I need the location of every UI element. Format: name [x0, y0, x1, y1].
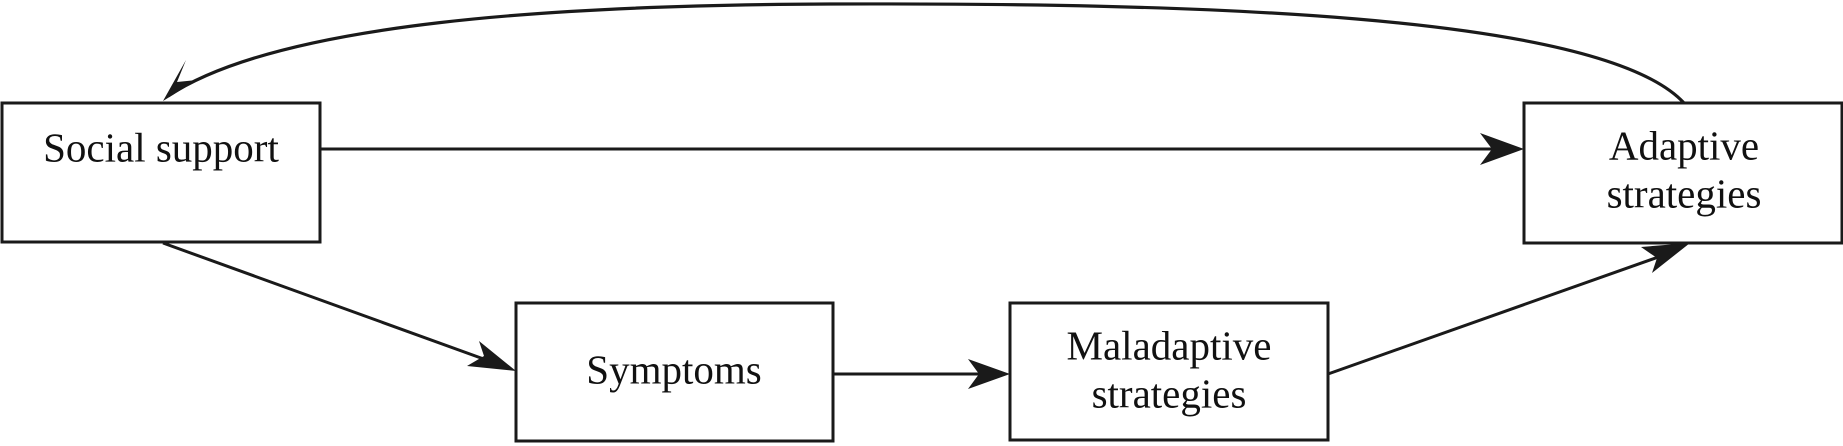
edge-maladaptive-to-adaptive-line [1327, 253, 1665, 376]
edge-symptoms-to-maladaptive [833, 359, 1010, 389]
edge-social-support-to-symptoms [162, 241, 516, 371]
node-social-support[interactable]: Social support [0, 101, 322, 244]
edge-maladaptive-to-adaptive-arrowhead [1641, 243, 1690, 273]
node-adaptive-strategies-label-line1: Adaptive [1609, 122, 1759, 168]
edge-social-support-to-adaptive [320, 133, 1524, 165]
edge-adaptive-to-social-support-arrowhead [163, 60, 197, 101]
node-maladaptive-strategies-label-line2: strategies [1092, 370, 1247, 416]
edge-adaptive-to-social-support-line [167, 2, 1686, 105]
edge-social-support-to-symptoms-arrowhead [467, 341, 516, 371]
node-social-support-box[interactable] [0, 101, 322, 244]
node-maladaptive-strategies[interactable]: Maladaptive strategies [1008, 301, 1330, 442]
edge-symptoms-to-maladaptive-arrowhead [968, 359, 1010, 389]
node-social-support-label: Social support [43, 124, 279, 170]
node-adaptive-strategies-label-line2: strategies [1607, 170, 1762, 216]
edge-maladaptive-to-adaptive [1327, 243, 1690, 376]
edge-social-support-to-adaptive-arrowhead [1480, 133, 1524, 165]
node-adaptive-strategies[interactable]: Adaptive strategies [1522, 101, 1843, 245]
node-symptoms-box[interactable] [514, 301, 835, 443]
edge-adaptive-to-social-support [163, 2, 1686, 105]
edge-social-support-to-symptoms-line [162, 241, 493, 364]
node-symptoms-label: Symptoms [586, 346, 761, 392]
node-maladaptive-strategies-label-line1: Maladaptive [1067, 322, 1272, 368]
node-maladaptive-strategies-box[interactable] [1008, 301, 1330, 442]
node-symptoms[interactable]: Symptoms [514, 301, 835, 443]
node-adaptive-strategies-box[interactable] [1522, 101, 1843, 245]
